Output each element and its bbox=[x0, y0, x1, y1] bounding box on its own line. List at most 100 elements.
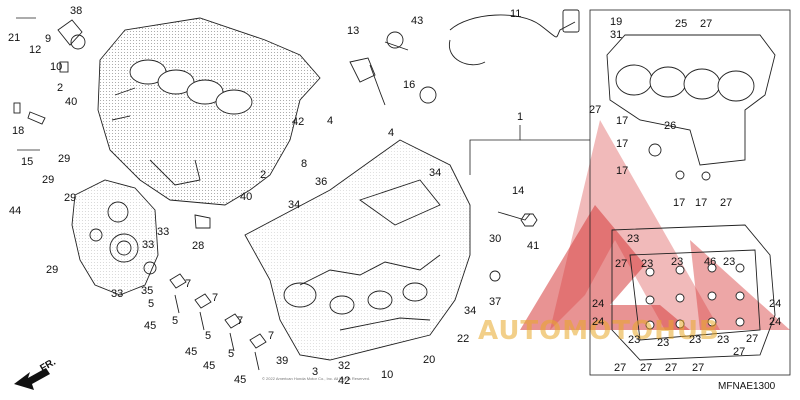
part-callout: 19 bbox=[610, 16, 623, 28]
detail-frame bbox=[589, 9, 791, 376]
part-callout: 29 bbox=[46, 264, 59, 276]
part-callout: 38 bbox=[70, 5, 83, 17]
part-callout: 43 bbox=[411, 15, 424, 27]
part-callout: 27 bbox=[692, 362, 705, 374]
part-callout: 7 bbox=[185, 278, 192, 290]
bolt-assemblies bbox=[169, 273, 267, 371]
part-callout: 41 bbox=[527, 240, 540, 252]
part-callout: 36 bbox=[315, 176, 328, 188]
part-callout: 27 bbox=[615, 258, 628, 270]
part-callout: 22 bbox=[457, 333, 470, 345]
part-callout: 42 bbox=[292, 116, 305, 128]
watermark-triangles bbox=[520, 120, 790, 330]
part-callout: 17 bbox=[616, 165, 629, 177]
part-callout: 27 bbox=[746, 333, 759, 345]
part-callout: 5 bbox=[205, 330, 212, 342]
part-callout: 28 bbox=[192, 240, 205, 252]
part-callout: 45 bbox=[144, 320, 157, 332]
upper-crankcase-detail bbox=[606, 34, 776, 181]
part-callout: 34 bbox=[429, 167, 442, 179]
part-callout: 29 bbox=[42, 174, 55, 186]
part-callout: 34 bbox=[464, 305, 477, 317]
part-callout: 37 bbox=[489, 296, 502, 308]
part-callout: 27 bbox=[665, 362, 678, 374]
part-callout: 24 bbox=[769, 316, 782, 328]
part-callout: 23 bbox=[641, 258, 654, 270]
part-callout: 23 bbox=[717, 334, 730, 346]
part-callout: 23 bbox=[628, 334, 641, 346]
part-callout: 2 bbox=[57, 82, 64, 94]
part-callout: 27 bbox=[589, 104, 602, 116]
part-callout: 17 bbox=[695, 197, 708, 209]
part-callout: 4 bbox=[327, 115, 334, 127]
part-callout: 46 bbox=[704, 256, 717, 268]
front-direction-arrow-icon bbox=[14, 368, 50, 390]
part-callout: 24 bbox=[769, 298, 782, 310]
part-callout: 33 bbox=[111, 288, 124, 300]
part-callout: 17 bbox=[673, 197, 686, 209]
part-callout: 21 bbox=[8, 32, 21, 44]
part-callout: 27 bbox=[640, 362, 653, 374]
lower-crankcase bbox=[244, 139, 471, 361]
part-callout: 44 bbox=[9, 205, 22, 217]
part-callout: 7 bbox=[237, 315, 244, 327]
part-callout: 18 bbox=[12, 125, 25, 137]
part-callout: 1 bbox=[517, 111, 524, 123]
part-callout: 42 bbox=[338, 375, 351, 387]
part-callout: 45 bbox=[185, 346, 198, 358]
part-callout: 5 bbox=[228, 348, 235, 360]
part-callout: 10 bbox=[50, 61, 63, 73]
part-callout: 27 bbox=[720, 197, 733, 209]
part-callout: 24 bbox=[592, 316, 605, 328]
part-callout: 27 bbox=[700, 18, 713, 30]
copyright-notice: © 2022 American Honda Motor Co., Inc. Al… bbox=[262, 376, 371, 381]
part-callout: 33 bbox=[142, 239, 155, 251]
part-callout: 32 bbox=[338, 360, 351, 372]
part-callout: 7 bbox=[268, 330, 275, 342]
part-callout: 12 bbox=[29, 44, 42, 56]
part-callout: 45 bbox=[203, 360, 216, 372]
part-callout: 33 bbox=[157, 226, 170, 238]
part-callout: 24 bbox=[592, 298, 605, 310]
part-callout: 11 bbox=[510, 8, 522, 20]
part-callout: 30 bbox=[489, 233, 502, 245]
part-callout: 16 bbox=[403, 79, 416, 91]
part-callout: 9 bbox=[45, 33, 52, 45]
part-callout: 35 bbox=[141, 285, 154, 297]
part-callout: 29 bbox=[58, 153, 71, 165]
part-callout: 40 bbox=[65, 96, 78, 108]
part-callout: 34 bbox=[288, 199, 301, 211]
part-callout: 20 bbox=[423, 354, 436, 366]
part-callout: 45 bbox=[234, 374, 247, 386]
part-callout: 26 bbox=[664, 120, 677, 132]
part-callout: 39 bbox=[276, 355, 289, 367]
part-callout: 27 bbox=[614, 362, 627, 374]
watermark-text: AUTOMOTOHUB bbox=[478, 316, 720, 346]
part-callout: 2 bbox=[260, 169, 267, 181]
part-callout: 23 bbox=[723, 256, 736, 268]
part-callout: 23 bbox=[657, 337, 670, 349]
part-callout: 31 bbox=[610, 29, 623, 41]
part-callout: 8 bbox=[301, 158, 308, 170]
upper-crankcase bbox=[97, 17, 321, 206]
sensor-parts bbox=[13, 9, 580, 282]
part-callout: 15 bbox=[21, 156, 34, 168]
part-callout: 40 bbox=[240, 191, 253, 203]
part-callout: 23 bbox=[689, 334, 702, 346]
leader-lines bbox=[16, 9, 791, 376]
part-callout: 23 bbox=[627, 233, 640, 245]
part-callout: 4 bbox=[388, 127, 395, 139]
part-callout: 5 bbox=[172, 315, 179, 327]
part-callout: 7 bbox=[212, 292, 219, 304]
part-callout: 13 bbox=[347, 25, 360, 37]
part-callout: 23 bbox=[671, 256, 684, 268]
crankcase-cover bbox=[71, 179, 159, 296]
part-callout: 14 bbox=[512, 185, 525, 197]
part-callout: 25 bbox=[675, 18, 688, 30]
part-callout: 29 bbox=[64, 192, 77, 204]
part-callout: 17 bbox=[616, 138, 629, 150]
diagram-code: MFNAE1300 bbox=[718, 381, 776, 392]
part-callout: 5 bbox=[148, 298, 155, 310]
